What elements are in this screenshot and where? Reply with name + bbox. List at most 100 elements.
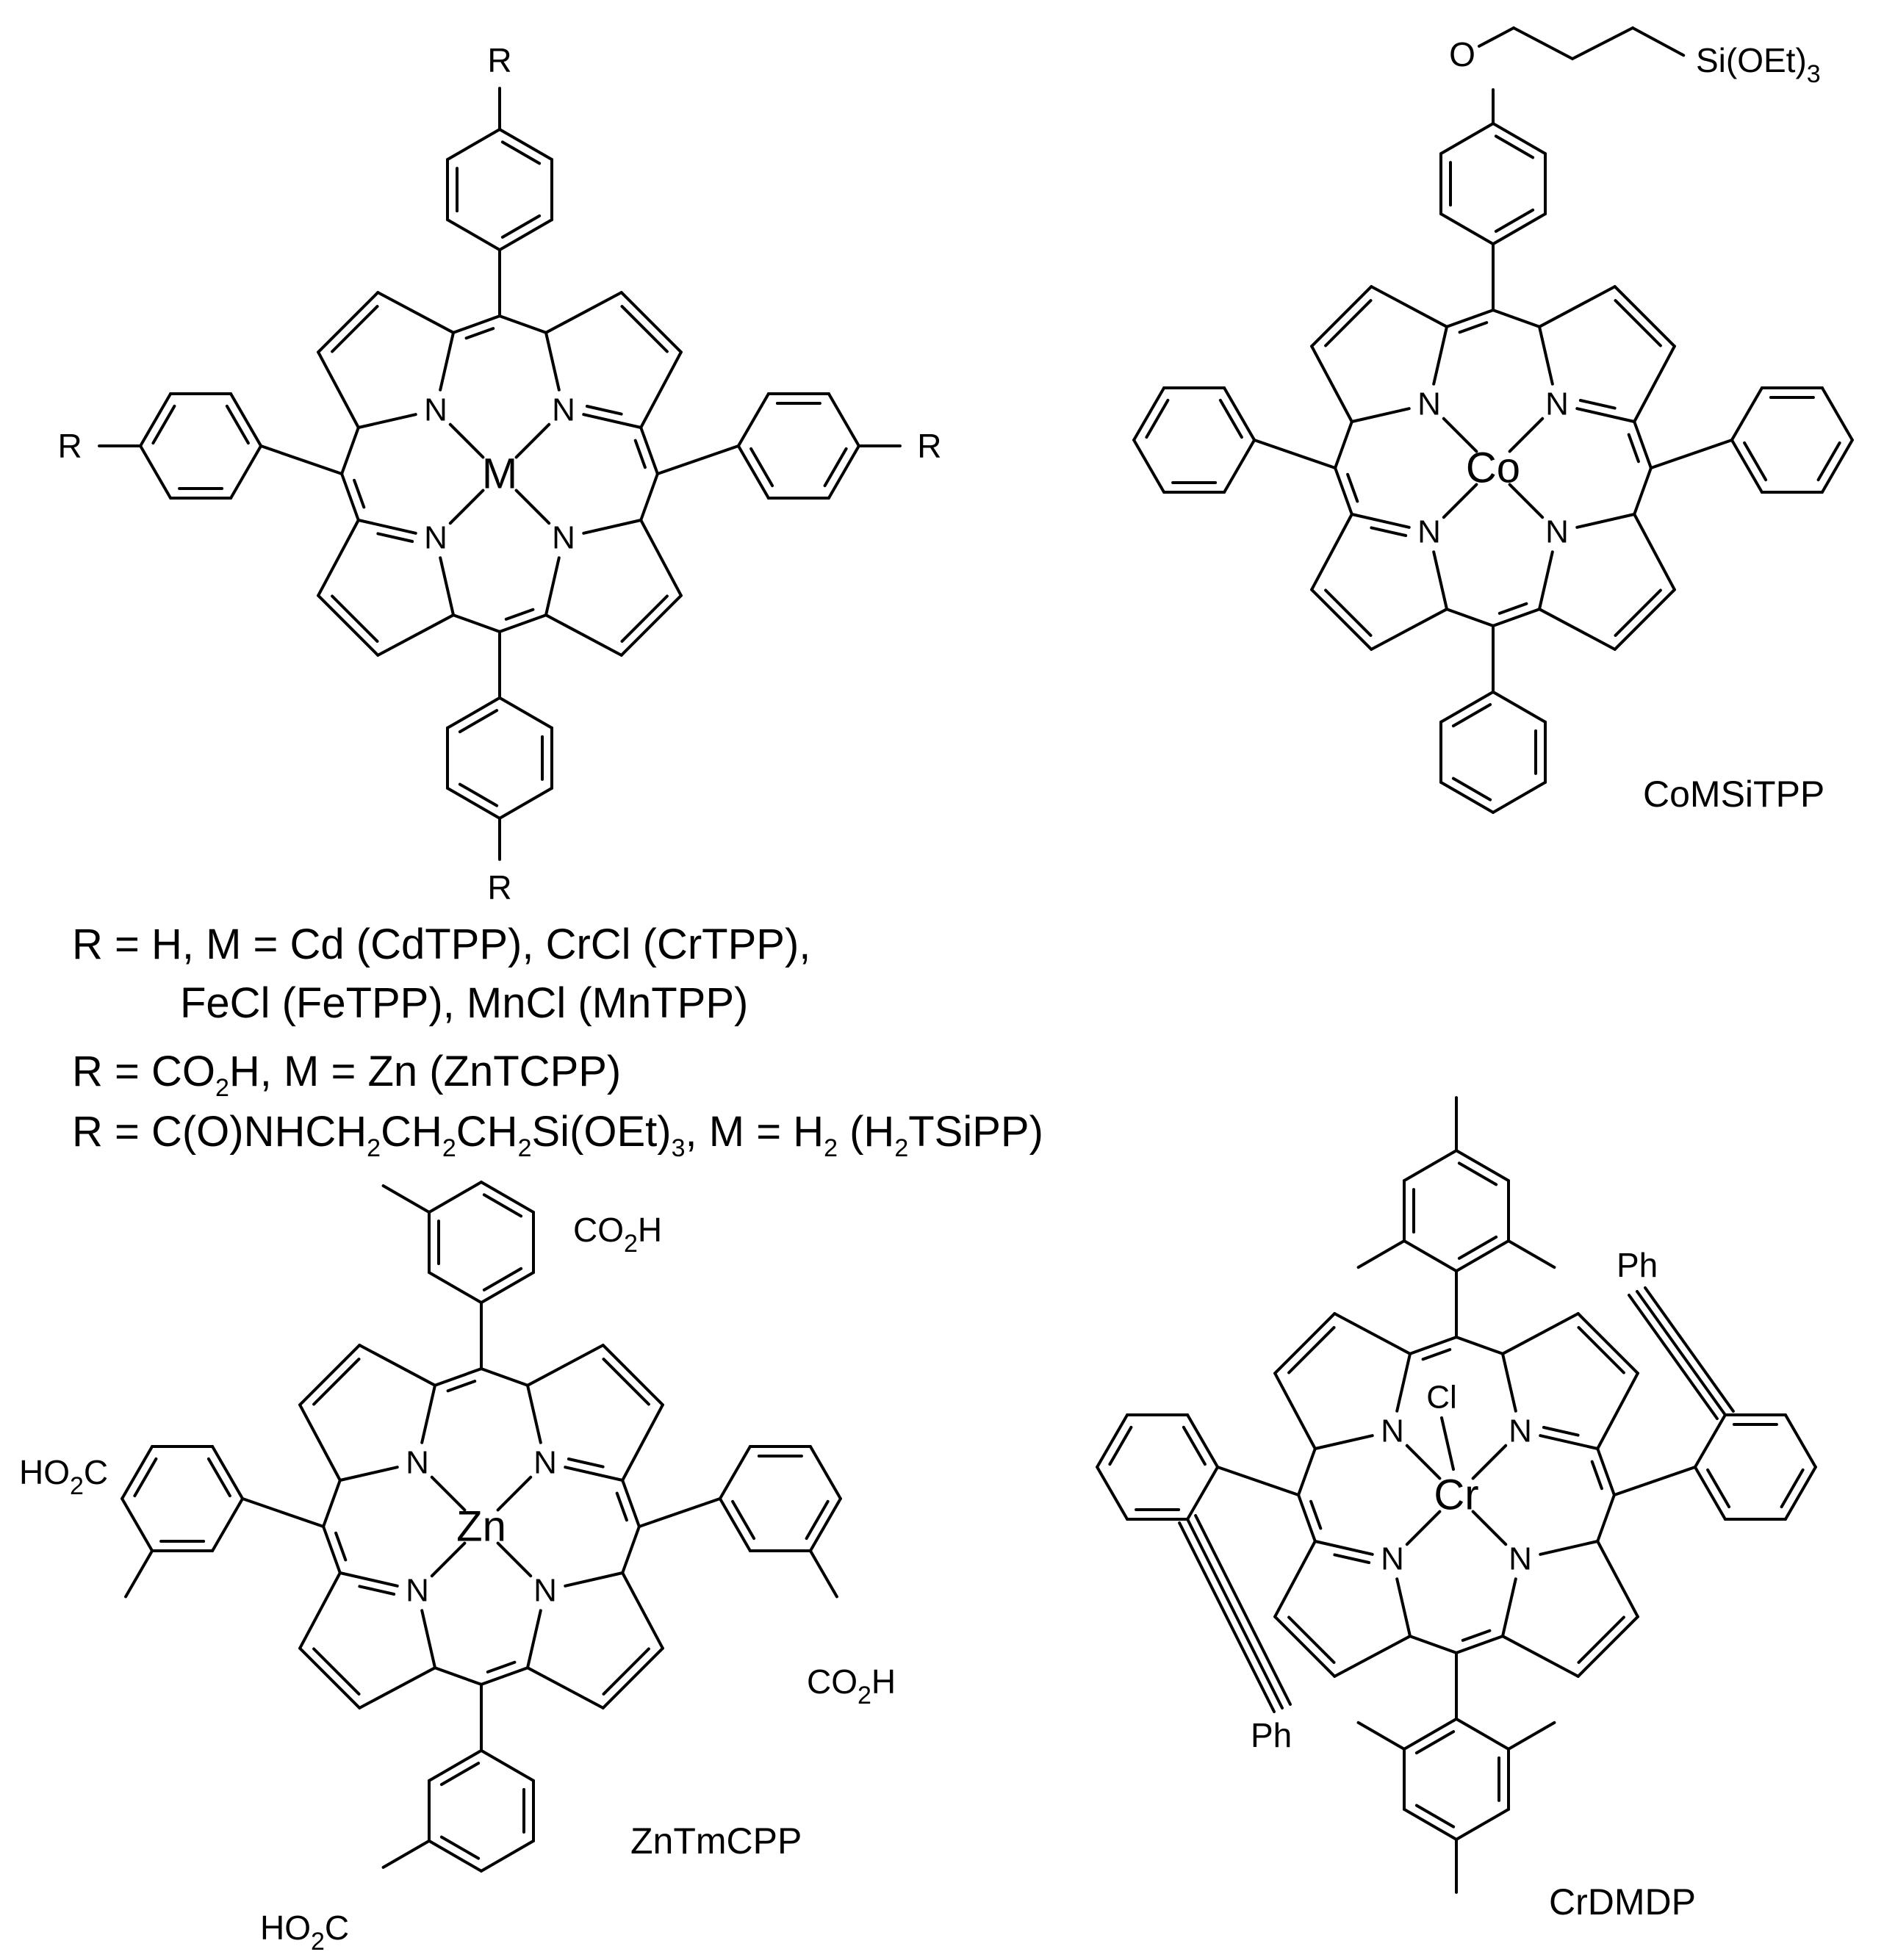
double-bond-line xyxy=(633,439,647,469)
pyrrole-bond xyxy=(1370,285,1448,328)
ring-bond xyxy=(1096,1413,1129,1469)
pyrrole-bond xyxy=(1350,407,1411,423)
axial-bond xyxy=(1440,1416,1455,1471)
coordination-bond xyxy=(1442,483,1478,519)
ring-bond xyxy=(827,444,860,500)
nitrogen-atom: N xyxy=(1509,1413,1532,1449)
pyrrole-bond xyxy=(1575,407,1636,423)
phenyl-label-bottom: Ph xyxy=(1251,1716,1292,1754)
alkyne-bond xyxy=(1186,1518,1284,1709)
double-bond-line xyxy=(358,1585,396,1596)
pyrrole-bond xyxy=(1501,1352,1517,1413)
pyrrole-bond xyxy=(1501,1635,1580,1678)
axial-chloride: Cl xyxy=(1426,1380,1457,1416)
pyrrole-bond xyxy=(1310,513,1353,591)
meso-bond xyxy=(1297,1447,1317,1496)
meso-bond xyxy=(1445,608,1495,627)
pyrrole-bond xyxy=(619,291,683,354)
ring-bond xyxy=(1492,122,1547,156)
acid-label-right: CO2H xyxy=(807,1662,896,1709)
double-bond-line xyxy=(823,447,848,488)
meso-bond xyxy=(1455,1635,1504,1654)
meso-bond xyxy=(621,1479,641,1528)
double-bond-line xyxy=(1614,299,1662,347)
double-bond-line xyxy=(225,404,250,445)
alkyne-bond xyxy=(1644,1286,1735,1413)
metal-center: Zn xyxy=(456,1503,506,1551)
pyrrole-bond xyxy=(420,1609,436,1670)
double-bond-line xyxy=(504,608,535,621)
nitrogen-atom: N xyxy=(1509,1541,1532,1577)
meso-bond xyxy=(340,472,360,522)
ring-bond xyxy=(1132,386,1166,442)
double-bond-line xyxy=(805,1499,830,1541)
bond-line xyxy=(637,1497,722,1528)
pyrrole-bond xyxy=(1273,1372,1317,1450)
pyrrole-bond xyxy=(1501,1312,1580,1355)
ring-bond xyxy=(1693,1413,1727,1469)
pyrrole-bond xyxy=(298,1403,342,1482)
ring-bond xyxy=(229,444,263,500)
double-bond-line xyxy=(1414,1804,1456,1829)
pyrrole-bond xyxy=(376,613,455,657)
pyrrole-bond xyxy=(1538,285,1617,328)
coordination-bond xyxy=(1405,1444,1442,1480)
bond-line xyxy=(1356,1721,1406,1751)
nitrogen-atom: N xyxy=(1545,386,1569,422)
ring-bond xyxy=(1096,1466,1129,1521)
bond-line xyxy=(1571,26,1634,60)
ring-bond xyxy=(1186,1413,1220,1469)
ring-bond xyxy=(498,218,553,252)
ring-bond xyxy=(1730,386,1763,442)
nitrogen-atom: N xyxy=(552,520,575,556)
pyrrole-bond xyxy=(1333,1312,1412,1355)
nitrogen-atom: N xyxy=(1417,386,1441,422)
ring-bond xyxy=(211,1497,245,1552)
ring-bond xyxy=(428,1271,483,1305)
meso-bond xyxy=(452,314,501,334)
coordination-bond xyxy=(448,422,485,459)
bond-line xyxy=(1216,1466,1301,1496)
ring-bond xyxy=(1439,212,1495,246)
meso-bond xyxy=(621,1525,641,1574)
ring-bond xyxy=(1492,780,1547,814)
bond-line xyxy=(808,1549,838,1599)
double-bond-line xyxy=(331,594,379,643)
double-bond-line xyxy=(1457,1235,1498,1260)
double-bond-line xyxy=(620,305,669,353)
ring-bond xyxy=(736,444,770,500)
double-bond-line xyxy=(482,1267,523,1291)
pyrrole-bond xyxy=(639,350,683,429)
meso-bond xyxy=(498,314,547,334)
meso-bond xyxy=(480,1666,529,1686)
double-bond-line xyxy=(1108,1425,1133,1466)
meso-bond xyxy=(434,1666,483,1686)
double-bond-line xyxy=(1414,1730,1456,1755)
double-bond-line xyxy=(749,447,774,488)
pyrrole-bond xyxy=(420,1383,436,1444)
pyrrole-bond xyxy=(621,1403,664,1482)
ring-bond xyxy=(446,218,501,252)
double-bond-line xyxy=(1457,1161,1498,1186)
phenyl-label-top: Ph xyxy=(1617,1246,1658,1284)
double-bond-line xyxy=(1451,703,1492,728)
double-bond-line xyxy=(486,1660,517,1673)
pyrrole-bond xyxy=(1613,285,1676,348)
pyrrole-bond xyxy=(526,1609,542,1670)
legend-line-3: R = CO2H, M = Zn (ZnTCPP) xyxy=(72,1048,621,1102)
double-bond-line xyxy=(1590,1460,1603,1491)
ring-bond xyxy=(1455,1149,1510,1183)
generic-tpp-legend: R = H, M = Cd (CdTPP), CrCl (CrTPP), FeC… xyxy=(72,920,1043,1162)
double-bond-line xyxy=(1324,588,1373,637)
ring-bond xyxy=(1820,386,1854,442)
acid-label-top: CO2H xyxy=(573,1211,662,1258)
double-bond-line xyxy=(1627,433,1640,464)
pyrrole-bond xyxy=(1596,1540,1639,1618)
ring-bond xyxy=(1783,1466,1817,1521)
double-bond-line xyxy=(620,594,669,643)
pyrrole-bond xyxy=(1576,1615,1639,1678)
silyl-group-label: Si(OEt)3 xyxy=(1696,41,1821,88)
ring-bond xyxy=(718,1497,752,1552)
